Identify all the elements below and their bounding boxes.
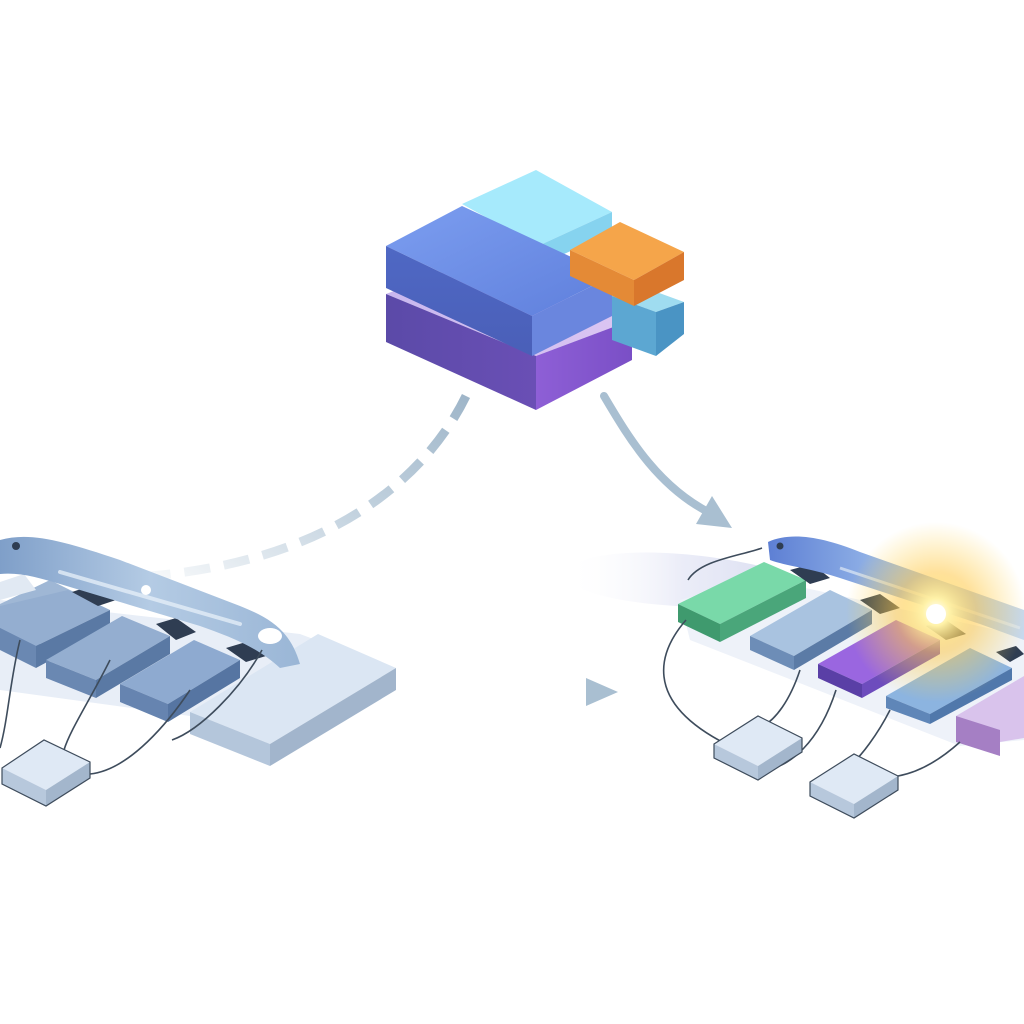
left-small-pad-top — [2, 740, 90, 790]
stack-purple-front — [386, 294, 536, 410]
right-small-pad-1-outline — [713, 715, 803, 781]
left-key-b-side — [96, 636, 170, 698]
right-key-2-front — [750, 636, 794, 670]
right-small-pad-2-side — [854, 776, 898, 818]
right-hardware-module — [565, 522, 1024, 819]
right-key-lilac-front — [956, 716, 1000, 756]
left-small-pad-front — [2, 768, 46, 806]
left-wires — [0, 639, 263, 775]
left-key-a — [0, 590, 110, 646]
stack-teal-block-side — [656, 302, 684, 356]
right-key-green-front — [678, 604, 720, 642]
left-key-b — [46, 616, 170, 680]
stack-teal-block-front — [612, 296, 656, 356]
right-small-pad-1-top — [714, 716, 802, 766]
left-key-c — [120, 640, 240, 704]
left-key-edge — [0, 574, 36, 600]
stack-blue-front — [386, 246, 532, 356]
arrow-stack-to-right — [600, 392, 720, 520]
left-key-c-front — [120, 684, 168, 722]
arrow-head-horizontal — [586, 678, 618, 706]
right-key-2-top — [750, 590, 872, 656]
right-glow-core — [926, 604, 946, 624]
right-key-purple-front — [818, 664, 862, 698]
left-large-pad-top — [190, 634, 396, 744]
left-small-pad-side — [46, 762, 90, 806]
left-key-c-side — [168, 660, 240, 722]
right-rail-screw — [776, 542, 784, 550]
left-rail-highlight — [58, 570, 242, 626]
left-hardware-module — [0, 536, 396, 807]
right-key-4-front — [886, 696, 930, 724]
left-key-b-front — [46, 660, 96, 698]
right-small-pad-2-top — [810, 754, 898, 804]
stack-orange-front — [570, 250, 634, 306]
right-small-pad-1-side — [758, 738, 802, 780]
left-rail-led — [141, 585, 151, 595]
right-small-pad-2-front — [810, 782, 854, 818]
right-gap-1 — [790, 564, 830, 584]
stack-orange-side — [634, 252, 684, 306]
stack-blue-side — [532, 276, 612, 356]
right-key-green-side — [720, 580, 806, 642]
left-rail — [0, 536, 300, 668]
right-small-pad-2-outline — [809, 753, 899, 819]
dashed-connector-left — [149, 394, 471, 581]
left-large-pad-front — [190, 712, 270, 766]
left-small-pad-outline — [1, 739, 91, 807]
stack-purple-side — [536, 320, 632, 410]
right-small-pad-1-front — [714, 744, 758, 780]
left-gap-2 — [156, 618, 196, 640]
stack-blue-top — [386, 206, 612, 316]
left-rail-screw — [12, 542, 20, 550]
arrow-head-right — [696, 496, 732, 528]
layered-stack-block — [386, 170, 684, 410]
left-gap-3 — [226, 642, 266, 662]
stack-cyan-top — [462, 170, 612, 246]
left-key-a-side — [36, 610, 110, 668]
left-rail-knob — [258, 628, 282, 644]
right-key-green-top — [678, 562, 806, 624]
left-large-pad-side — [270, 668, 396, 766]
stack-orange-top — [570, 222, 684, 280]
